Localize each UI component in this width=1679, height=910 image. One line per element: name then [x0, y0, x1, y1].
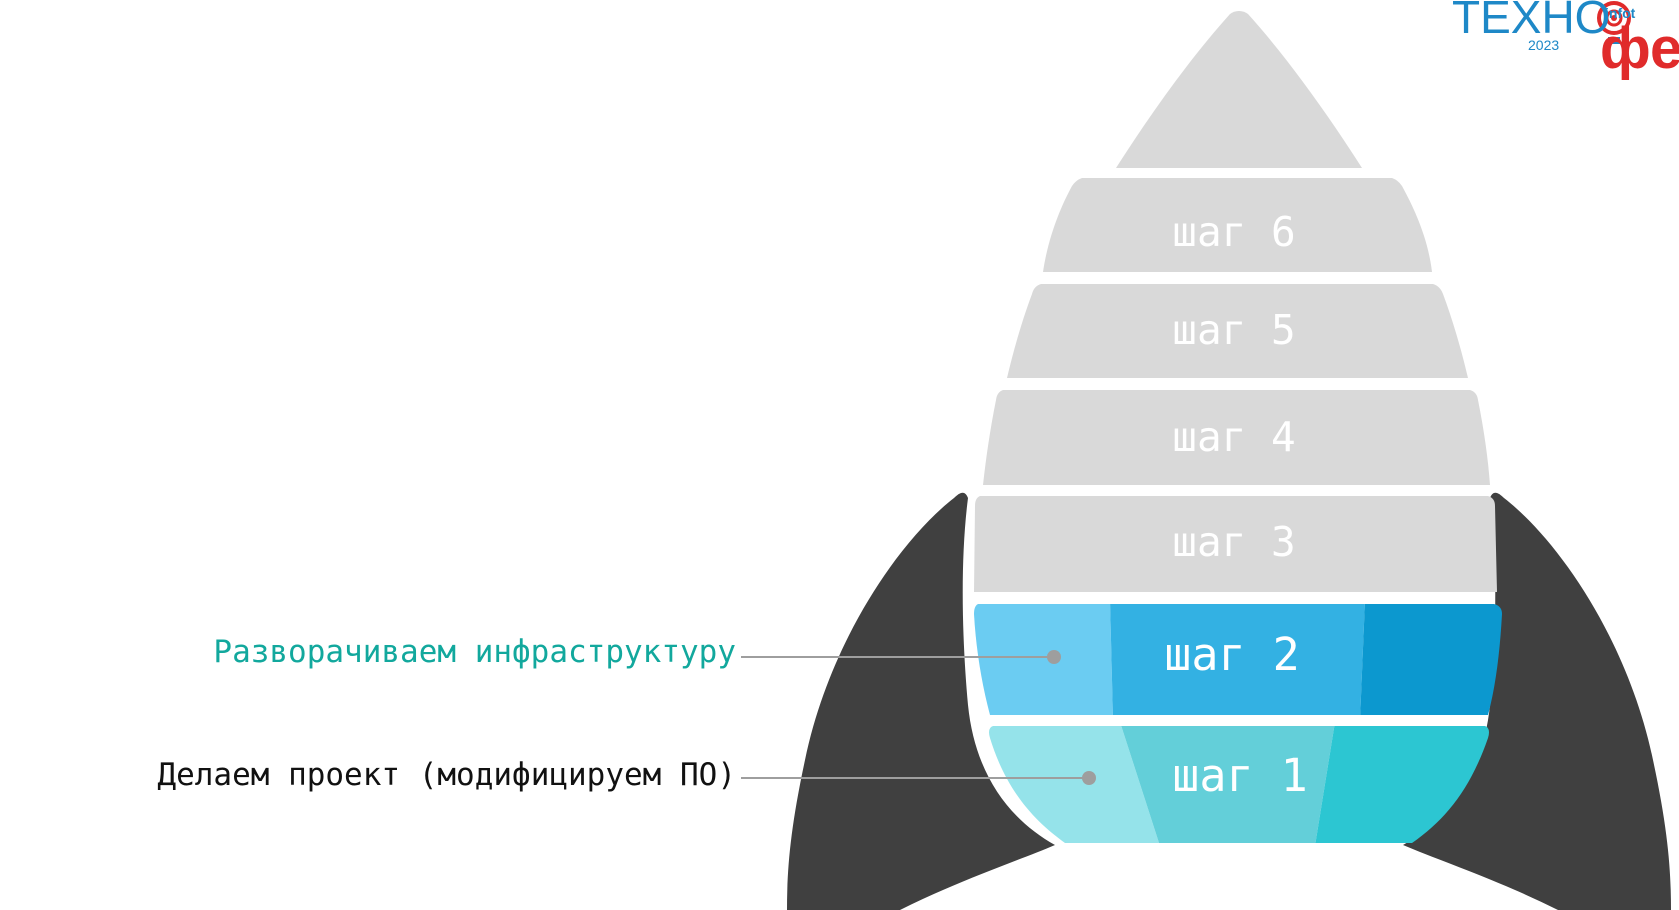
- step-label-4: шаг 4: [1172, 413, 1295, 461]
- step-label-5: шаг 5: [1172, 306, 1295, 354]
- segment-shape: [983, 390, 1490, 485]
- segment-band-middle: [1110, 604, 1365, 715]
- connector-step1: [741, 771, 1096, 785]
- logo-dot: [1611, 15, 1617, 21]
- segment-shape: [1043, 178, 1432, 272]
- logo-word-fest: фе: [1600, 16, 1679, 81]
- connector-step2: [741, 650, 1061, 664]
- connector-dot: [1047, 650, 1061, 664]
- logo-word-info: infot: [1605, 5, 1636, 21]
- logo-target-icon: [1597, 1, 1631, 44]
- rocket-segment-4: [983, 390, 1490, 485]
- rocket-segment-3: [974, 496, 1497, 592]
- segment-band-right: [1360, 604, 1502, 715]
- logo-year: 2023: [1528, 37, 1560, 53]
- rocket-segment-2: [974, 604, 1502, 715]
- annotation-step1: Делаем проект (модифицируем ПО): [157, 757, 736, 793]
- rocket-segment-1: [989, 726, 1489, 843]
- logo-ring: [1597, 1, 1631, 35]
- logo-word-techno: ТЕХНО: [1452, 0, 1611, 43]
- step-label-3: шаг 3: [1172, 518, 1295, 566]
- rocket-segment-6: [1043, 178, 1432, 272]
- nose-cone: [1116, 11, 1362, 168]
- step-label-2: шаг 2: [1164, 628, 1299, 681]
- rocket-segment-5: [1007, 284, 1468, 378]
- right-fin: [1403, 492, 1671, 910]
- segment-band-middle: [1120, 726, 1335, 843]
- segment-shape: [974, 496, 1497, 592]
- segment-band-right: [1315, 726, 1489, 843]
- step-label-1: шаг 1: [1172, 749, 1307, 802]
- step-label-6: шаг 6: [1172, 208, 1295, 256]
- segment-band-left: [974, 604, 1113, 715]
- segment-shape: [1007, 284, 1468, 378]
- left-fin: [787, 492, 1055, 910]
- annotation-step2: Разворачиваем инфраструктуру: [213, 634, 736, 670]
- logo-ring-inner: [1605, 9, 1623, 27]
- segment-band-left: [989, 726, 1160, 843]
- connector-dot: [1082, 771, 1096, 785]
